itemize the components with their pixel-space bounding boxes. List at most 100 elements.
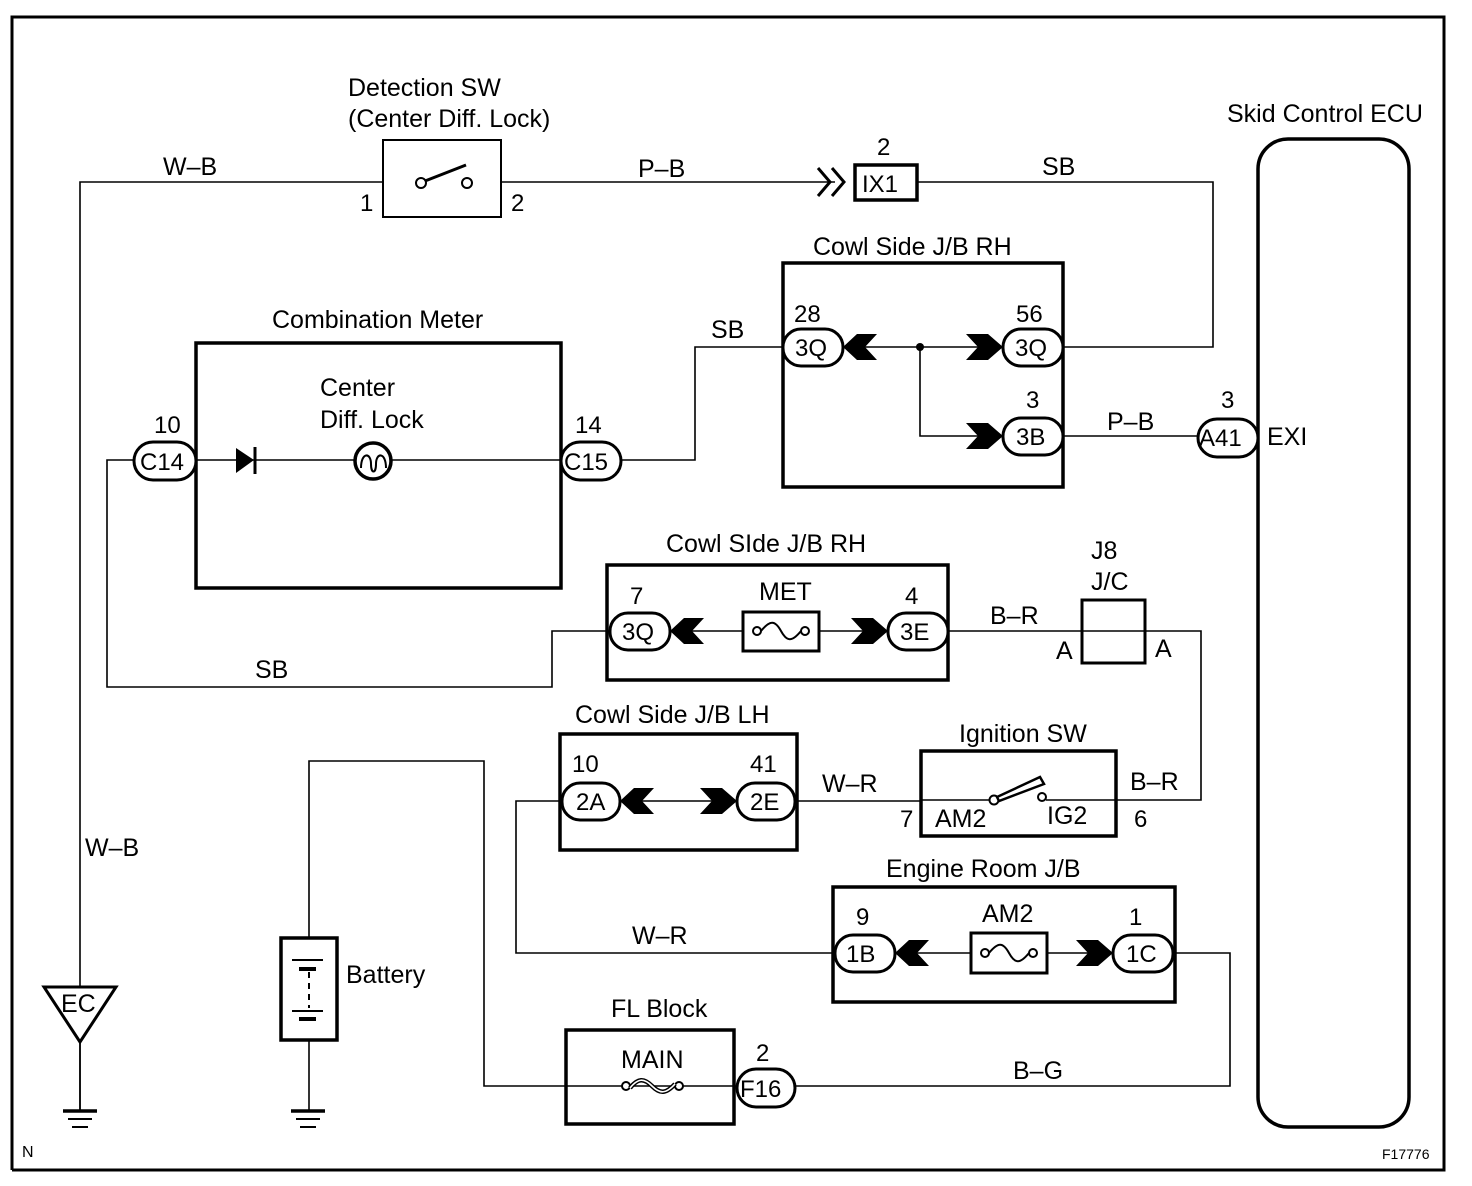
ecu-terminal-exi: EXI [1267,423,1307,451]
ground-ec: EC [41,985,119,1110]
wires [79,181,1231,1110]
cowl-rh-in-conn: 3Q [795,335,827,362]
female-connector-icon [843,334,877,360]
f16-label: F16 [740,1076,781,1103]
detection-switch: Detection SW (Center Diff. Lock) 1 2 [348,74,550,218]
j8-junction-connector: J8 J/C A A [1056,537,1172,665]
cowl-lh-left-pin: 10 [572,751,599,778]
cowl-met-right-pin: 4 [905,583,918,610]
figure-id: F17776 [1382,1146,1430,1162]
fl-block-title: FL Block [611,995,708,1023]
cowl-met-right-conn: 3E [900,619,929,646]
wire-label-sb-bottom: SB [255,656,288,684]
ignition-switch: Ignition SW 7 AM2 IG2 6 [900,720,1147,838]
cowl-rh-top-title: Cowl Side J/B RH [813,233,1012,261]
ignition-pin-left: 7 [900,806,913,833]
wire-sb-top [918,181,1214,348]
ground-symbol-icon [291,1109,325,1128]
wire-label-wb-left: W–B [85,834,139,862]
er-left-pin: 9 [856,904,869,931]
skid-ecu-title: Skid Control ECU [1227,100,1423,128]
female-connector-icon [895,940,929,966]
wire-sb-bottom [106,459,610,688]
wire-labels: W–B P–B SB SB P–B SB B–R W–R B–R W–B W–R… [85,153,1179,1085]
wire-sb-meter [620,346,783,461]
battery: Battery [279,936,426,1042]
fuse-icon [752,621,810,641]
corner-mark: N [22,1144,34,1161]
battery-cell-icon [292,959,323,1021]
skid-control-ecu: Skid Control ECU EXI 3 A41 [1196,100,1423,1129]
ignition-term-am2: AM2 [935,805,986,833]
cowl-met-left-pin: 7 [630,583,643,610]
fusible-link-icon [621,1078,684,1094]
wire-label-sb-meter: SB [711,316,744,344]
fl-block: FL Block MAIN 2 F16 [564,995,797,1126]
male-connector-icon [700,788,737,814]
c15-pin: 14 [575,412,602,439]
wire-label-wb-top: W–B [163,153,217,181]
detection-sw-pin2: 2 [511,190,524,217]
wire-wr-erjb [515,800,835,954]
cowl-side-jb-lh: Cowl Side J/B LH 10 2A 41 2E [558,701,799,852]
j8-subtitle: J/C [1091,568,1129,596]
wire-bg [795,952,1231,1087]
cowl-met-left-conn: 3Q [622,619,654,646]
female-connector-icon [620,788,654,814]
switch-lever-icon [424,163,467,183]
a41-label: A41 [1199,425,1242,452]
ignition-term-ig2: IG2 [1047,802,1087,830]
junction-dot [916,343,924,351]
fuse-icon [980,943,1038,963]
er-right-pin: 1 [1129,904,1142,931]
wire-battery [308,760,566,1087]
er-left-conn: 1B [846,941,875,968]
wire-label-br-j8: B–R [990,602,1039,630]
ground-ec-label: EC [61,990,96,1018]
cowl-lh-left-conn: 2A [576,789,605,816]
c15-label: C15 [564,449,608,476]
detection-sw-pin1: 1 [360,190,373,217]
j8-term-left: A [1056,637,1073,665]
met-fuse-label: MET [759,578,812,606]
wire-label-pb-ecu: P–B [1107,408,1154,436]
male-connector-icon [816,167,832,197]
a41-pin: 3 [1221,387,1234,414]
male-connector-icon [966,423,1003,449]
f16-pin: 2 [756,1040,769,1067]
detection-sw-subtitle: (Center Diff. Lock) [348,105,550,133]
cowl-lh-title: Cowl Side J/B LH [575,701,770,729]
wire-label-wr-ign: W–R [822,770,878,798]
lamp-icon [353,441,393,481]
j8-term-right: A [1155,635,1172,663]
cowl-side-jb-rh-met: Cowl SIde J/B RH MET 7 3Q 4 3E [605,530,950,682]
ix1-label: IX1 [862,171,898,198]
male-connector-icon [1076,940,1113,966]
c14-label: C14 [140,449,184,476]
engine-room-jb-title: Engine Room J/B [886,855,1081,883]
wire-label-pb-top: P–B [638,155,685,183]
cowl-lh-right-pin: 41 [750,751,777,778]
detection-sw-title: Detection SW [348,74,501,102]
lamp-title-line2: Diff. Lock [320,406,424,434]
male-connector-icon [966,334,1003,360]
female-connector-icon [670,618,704,644]
ignition-sw-title: Ignition SW [959,720,1087,748]
ground-point-icon [41,985,119,1045]
wire-wb-top [79,181,383,1110]
j8-title: J8 [1091,537,1117,565]
cowl-rh-out1-conn: 3Q [1015,335,1047,362]
main-fuse-label: MAIN [621,1046,684,1074]
combination-meter-title: Combination Meter [272,306,483,334]
cowl-rh-in-pin: 28 [794,301,821,328]
wire-label-bg: B–G [1013,1057,1063,1085]
cowl-lh-right-conn: 2E [750,789,779,816]
wire-br-j8 [948,630,1202,801]
cowl-rh-out2-conn: 3B [1016,424,1045,451]
wire-label-sb-top: SB [1042,153,1075,181]
engine-room-jb: Engine Room J/B AM2 9 1B 1 1C [831,855,1177,1004]
am2-fuse-label: AM2 [982,900,1033,928]
cowl-rh-met-title: Cowl SIde J/B RH [666,530,866,558]
battery-label: Battery [346,961,426,989]
